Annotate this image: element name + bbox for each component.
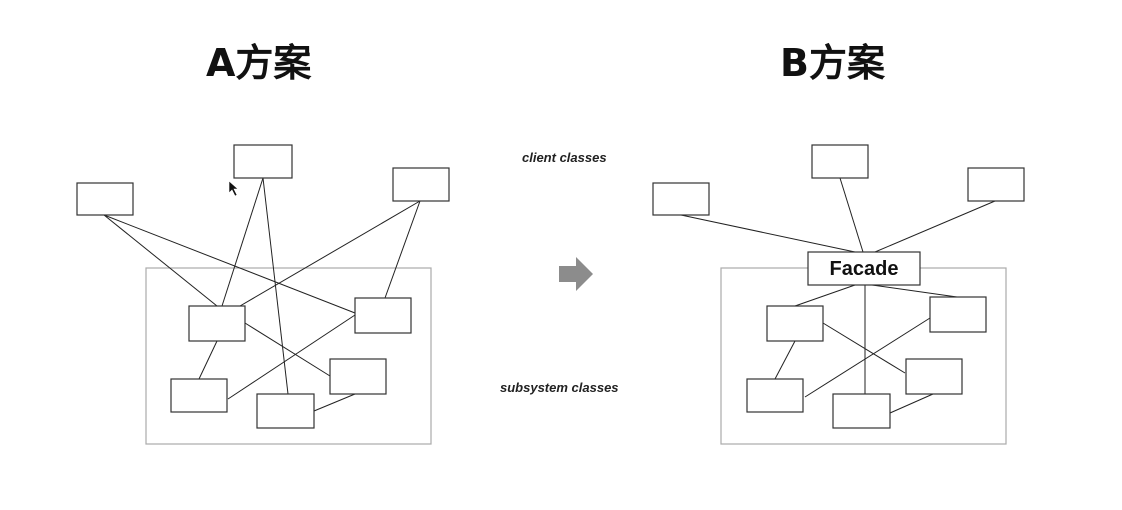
plan-a-client-class-box bbox=[76, 182, 134, 216]
facade-label: Facade bbox=[830, 258, 899, 280]
link bbox=[198, 340, 218, 380]
link bbox=[313, 393, 356, 412]
link bbox=[221, 177, 264, 307]
link bbox=[103, 214, 356, 314]
plan-a-diagram bbox=[76, 144, 450, 445]
plan-b-subsystem-class-box bbox=[746, 378, 804, 413]
plan-b-subsystem-class-box bbox=[832, 393, 891, 429]
plan-a-subsystem-class-box bbox=[188, 305, 246, 342]
link bbox=[262, 177, 289, 395]
link bbox=[822, 322, 906, 374]
plan-b-subsystem-class-box bbox=[929, 296, 987, 333]
plan-b-client-class-box bbox=[652, 182, 710, 216]
link bbox=[874, 200, 996, 253]
plan-b-subsystem-class-box bbox=[766, 305, 824, 342]
right-arrow-icon bbox=[559, 257, 593, 291]
plan-a-client-class-box bbox=[233, 144, 293, 179]
plan-b-client-class-box bbox=[967, 167, 1025, 202]
mouse-pointer-icon bbox=[228, 180, 239, 197]
plan-b-subsystem-class-box bbox=[905, 358, 963, 395]
plan-b-links bbox=[680, 177, 996, 414]
link bbox=[244, 322, 331, 377]
facade-box bbox=[807, 251, 921, 286]
link bbox=[774, 340, 796, 380]
client-classes-label: client classes bbox=[522, 150, 607, 165]
link bbox=[103, 214, 218, 307]
plan-a-subsystem-class-box bbox=[256, 393, 315, 429]
link bbox=[839, 177, 864, 253]
plan-a-title: A方案 bbox=[206, 41, 312, 85]
link bbox=[871, 284, 958, 298]
subsystem-classes-label: subsystem classes bbox=[500, 380, 619, 395]
link bbox=[239, 200, 421, 307]
plan-a-subsystem-class-box bbox=[329, 358, 387, 395]
plan-b-diagram: Facade bbox=[652, 144, 1025, 445]
plan-a-links bbox=[103, 177, 421, 412]
plan-b-client-class-box bbox=[811, 144, 869, 179]
plan-a-client-class-box bbox=[392, 167, 450, 202]
link bbox=[680, 214, 856, 253]
link bbox=[889, 393, 934, 414]
plan-a-subsystem-frame bbox=[145, 267, 432, 445]
plan-a-subsystem-class-box bbox=[354, 297, 412, 334]
plan-b-title: B方案 bbox=[780, 41, 885, 85]
link bbox=[227, 314, 356, 400]
plan-a-subsystem-class-box bbox=[170, 378, 228, 413]
link bbox=[804, 317, 931, 398]
link bbox=[794, 284, 856, 307]
link bbox=[384, 200, 421, 299]
